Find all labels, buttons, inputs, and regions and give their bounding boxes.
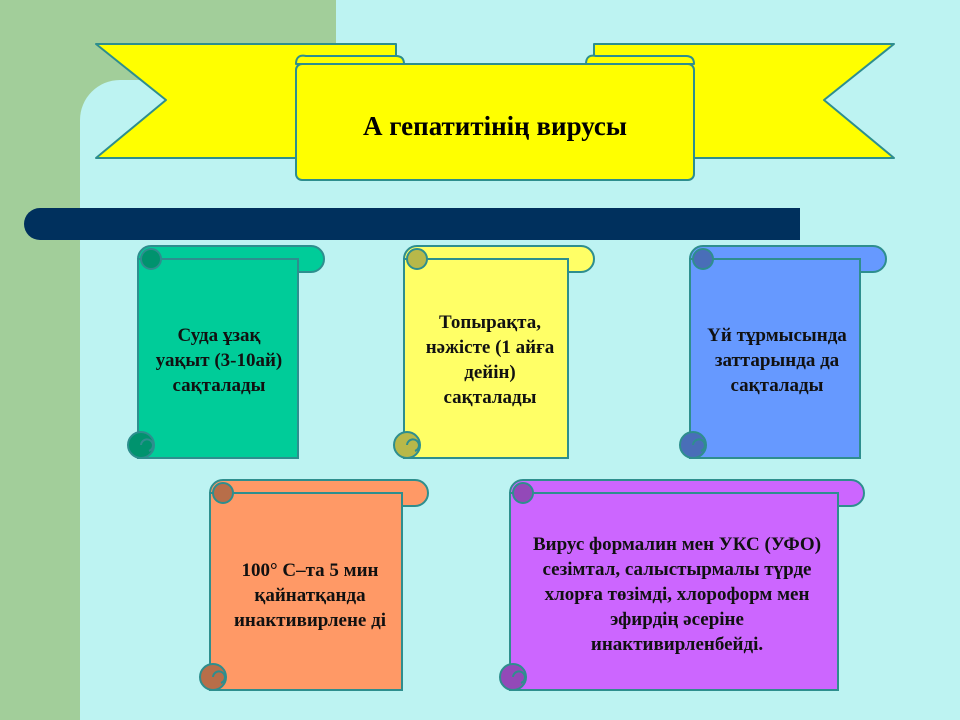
scroll-body [509,492,839,691]
banner-center [295,63,695,181]
scroll-top-curl [692,248,714,270]
banner-ribbon [95,43,895,181]
scroll-top-curl [212,482,234,504]
scroll-top-curl [406,248,428,270]
scroll-text-water: Суда ұзақ уақыт (3-10ай) сақталады [155,324,283,396]
scroll-soil [393,245,595,459]
scroll-bottom-curl-line [212,670,226,684]
scroll-text-formalin: Вирус формалин мен УКС (УФО) сезімтал, с… [532,533,822,655]
scroll-text-household: Үй тұрмысында заттарында да сақталады [707,324,847,396]
scroll-top-curl [512,482,534,504]
scroll-household [679,245,887,459]
scroll-boiling [199,479,429,691]
scroll-bottom-curl-line [512,670,526,684]
scroll-body [137,258,299,459]
scroll-text-boiling: 100° С–та 5 мин қайнатқанда инактивирлен… [233,559,387,631]
scroll-body [209,492,403,691]
scroll-formalin [499,479,865,691]
banner-center-curl-left [295,54,405,65]
scroll-top-curl [140,248,162,270]
scroll-water [127,245,325,459]
scroll-bottom-curl-line [406,438,420,452]
scroll-bottom-curl-line [140,438,154,452]
page-title: А гепатитінің вирусы [363,111,627,141]
scroll-bottom-curl-line [692,438,706,452]
banner-center-curl-right [585,54,695,65]
scroll-text-soil: Топырақта, нәжісте (1 айға дейін) сақтал… [425,312,555,408]
divider-bar [24,208,800,240]
scroll-body [689,258,861,459]
scroll-body [403,258,569,459]
